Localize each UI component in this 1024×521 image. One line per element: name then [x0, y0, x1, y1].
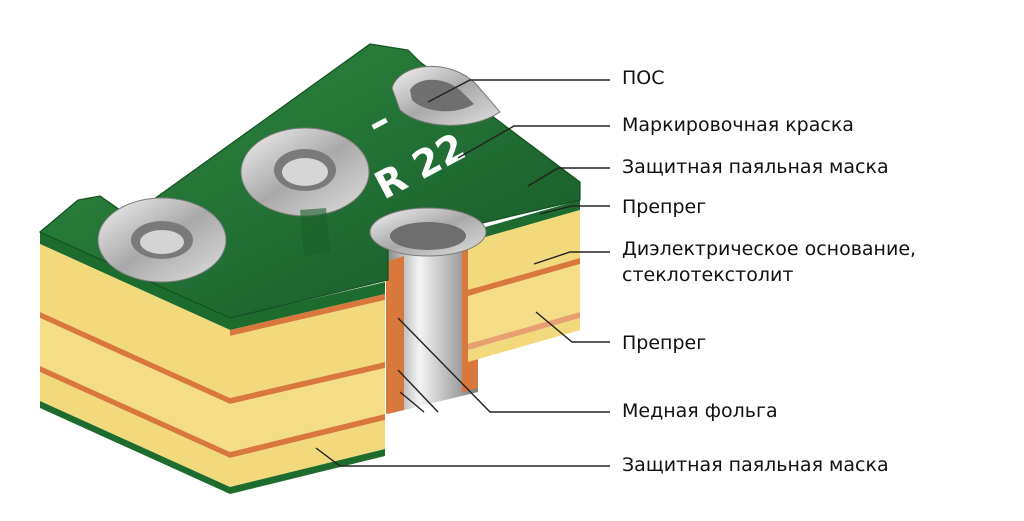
left-copper-2	[40, 366, 230, 458]
via-opening-hole	[390, 222, 466, 250]
right-copper-a	[230, 294, 385, 336]
right-face	[230, 282, 385, 494]
label-solder-mask-bottom: Защитная паяльная маска	[622, 454, 889, 476]
right-fr4-top	[230, 300, 385, 398]
left-copper-1	[40, 312, 230, 404]
right-fr4-mid	[230, 368, 385, 452]
left-face	[40, 232, 230, 494]
left-pad	[97, 197, 227, 283]
leader-copper-foil-2	[397, 369, 439, 413]
right-copper-1	[230, 362, 385, 404]
via-opening	[369, 207, 487, 257]
back-fr4-bottom	[468, 318, 580, 362]
right-mask-top	[230, 282, 385, 330]
via-plating-left	[386, 256, 404, 414]
left-mask-top	[40, 232, 230, 330]
leader-prepreg-top	[539, 205, 610, 215]
label-solder: ПОС	[622, 67, 665, 89]
label-dielectric-line1: Диэлектрическое основание,	[622, 238, 917, 260]
leader-solder-mask-top	[527, 167, 610, 187]
label-dielectric-line2: стеклотекстолит	[622, 264, 794, 286]
label-prepreg-top: Препрег	[622, 196, 707, 218]
center-pad-hole-inner	[282, 158, 328, 186]
right-fr4-bottom	[230, 420, 385, 487]
right-copper-2	[230, 414, 385, 458]
top-half-pad-hole	[410, 79, 474, 112]
left-mask-bottom	[40, 401, 230, 494]
leader-lines	[315, 79, 610, 467]
back-right-block	[468, 200, 580, 362]
leader-copper-foil-1	[397, 317, 610, 413]
label-prepreg-bottom: Препрег	[622, 332, 707, 354]
back-fr4-top	[468, 210, 580, 290]
top-half-pad	[391, 65, 501, 126]
left-fr4-top	[40, 244, 230, 398]
leader-solder	[427, 79, 610, 103]
via-cutaway	[386, 224, 478, 414]
left-pad-hole-inner	[140, 230, 184, 254]
leader-solder-mask-bottom	[315, 447, 610, 467]
leader-dielectric	[533, 251, 610, 265]
right-mask-bottom	[230, 449, 385, 494]
label-copper-foil: Медная фольга	[622, 400, 778, 422]
back-copper-2	[468, 312, 580, 350]
left-fr4-mid	[40, 318, 230, 452]
left-fr4-bottom	[40, 372, 230, 487]
center-pad	[240, 127, 370, 217]
copper-trace	[300, 208, 330, 256]
label-solder-mask-top: Защитная паяльная маска	[622, 156, 889, 178]
leader-copper-foil-3	[399, 391, 425, 413]
leader-marking-ink	[457, 125, 610, 159]
back-fr4-mid	[468, 264, 580, 344]
leader-prepreg-bottom	[535, 311, 610, 343]
via-bore	[388, 224, 478, 414]
label-marking-ink: Маркировочная краска	[622, 114, 854, 136]
back-copper-1	[468, 258, 580, 296]
